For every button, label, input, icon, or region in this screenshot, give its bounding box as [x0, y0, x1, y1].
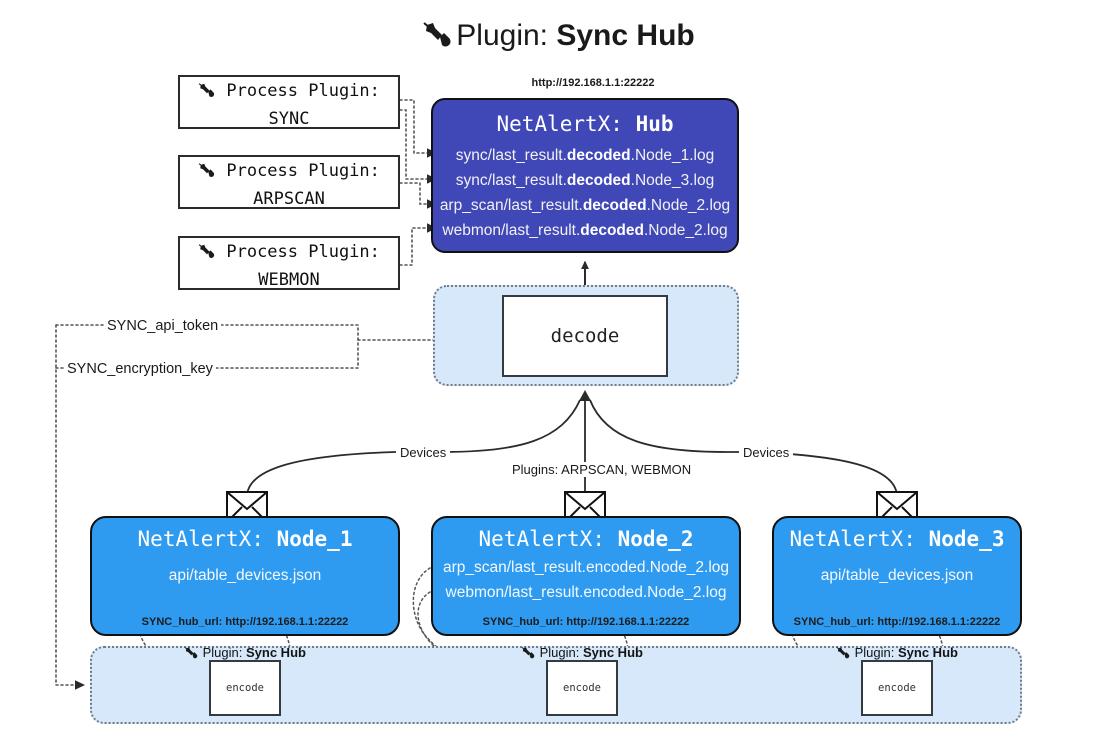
node-log-line: webmon/last_result.encoded.Node_2.log: [445, 584, 727, 601]
process-plugin-label: Process Plugin:: [226, 81, 380, 101]
node-title-prefix: NetAlertX:: [137, 527, 277, 551]
sync-encryption-key-label: SYNC_encryption_key: [64, 361, 216, 377]
plug-icon: [198, 163, 225, 184]
node-2[interactable]: NetAlertX: Node_2 arp_scan/last_result.e…: [431, 516, 741, 636]
encode-caption-prefix: Plugin:: [202, 645, 246, 660]
title-name: Sync Hub: [556, 19, 695, 52]
encode-box-3[interactable]: encode: [861, 660, 933, 716]
plug-icon: [422, 20, 452, 60]
node-hub-url-footer: SYNC_hub_url: http://192.168.1.1:22222: [793, 616, 1001, 628]
node-title: NetAlertX: Node_3: [774, 527, 1020, 551]
decode-box[interactable]: decode: [502, 295, 668, 377]
hub-url-label: http://192.168.1.1:22222: [531, 77, 655, 89]
page-title: Plugin: Sync Hub: [0, 16, 1117, 60]
edge-label-devices-left: Devices: [396, 445, 451, 460]
encode-caption-3: Plugin: Sync Hub: [836, 645, 958, 663]
encode-caption-name: Sync Hub: [898, 645, 958, 660]
encode-caption-2: Plugin: Sync Hub: [521, 645, 643, 663]
process-plugin-name: WEBMON: [258, 270, 320, 290]
hub-log-pre: sync/last_result.: [455, 172, 567, 189]
encode-caption-prefix: Plugin:: [854, 645, 898, 660]
hub-log-line: sync/last_result.decoded.Node_1.log: [433, 143, 737, 168]
node-title-name: Node_1: [276, 527, 353, 551]
hub-title-name: Hub: [635, 112, 674, 136]
sync-api-token-label: SYNC_api_token: [104, 318, 222, 334]
plug-icon: [836, 647, 854, 663]
node-hub-url-footer: SYNC_hub_url: http://192.168.1.1:22222: [482, 616, 690, 628]
node-log-list: api/table_devices.json: [774, 563, 1020, 588]
encode-box-1[interactable]: encode: [209, 660, 281, 716]
node-hub-url-footer: SYNC_hub_url: http://192.168.1.1:22222: [141, 616, 349, 628]
plug-icon: [521, 647, 539, 663]
node-title-name: Node_3: [928, 527, 1005, 551]
process-plugin-sync-box[interactable]: Process Plugin: SYNC: [178, 75, 400, 129]
process-plugin-name: SYNC: [268, 109, 310, 129]
process-plugin-label: Process Plugin:: [226, 161, 380, 181]
hub-log-line: webmon/last_result.decoded.Node_2.log: [433, 218, 737, 243]
encode-caption-prefix: Plugin:: [539, 645, 583, 660]
encode-caption-name: Sync Hub: [583, 645, 643, 660]
hub-log-post: .Node_3.log: [630, 172, 715, 189]
node-log-list: arp_scan/last_result.encoded.Node_2.log …: [433, 555, 739, 605]
node-title-prefix: NetAlertX:: [478, 527, 618, 551]
node-title-prefix: NetAlertX:: [789, 527, 929, 551]
hub-log-post: .Node_1.log: [630, 147, 715, 164]
node-log-list: api/table_devices.json: [92, 563, 398, 588]
process-plugin-name: ARPSCAN: [253, 189, 325, 209]
process-plugin-arpscan-box[interactable]: Process Plugin: ARPSCAN: [178, 155, 400, 209]
node-title: NetAlertX: Node_1: [92, 527, 398, 551]
encode-caption-name: Sync Hub: [246, 645, 306, 660]
arrowhead-into-decode: [579, 390, 591, 401]
hub-log-em: decoded: [566, 172, 631, 189]
process-plugin-webmon-box[interactable]: Process Plugin: WEBMON: [178, 236, 400, 290]
node-1[interactable]: NetAlertX: Node_1 api/table_devices.json…: [90, 516, 400, 636]
plug-icon: [198, 244, 225, 265]
hub-log-em: decoded: [582, 197, 647, 214]
hub-log-em: decoded: [566, 147, 631, 164]
hub-log-post: .Node_2.log: [643, 222, 728, 239]
hub-log-line: arp_scan/last_result.decoded.Node_2.log: [433, 193, 737, 218]
node-title: NetAlertX: Node_2: [433, 527, 739, 551]
hub-log-list: sync/last_result.decoded.Node_1.log sync…: [433, 143, 737, 243]
process-plugin-label: Process Plugin:: [226, 242, 380, 262]
hub-node[interactable]: NetAlertX: Hub sync/last_result.decoded.…: [431, 98, 739, 253]
edge-label-devices-right: Devices: [739, 445, 794, 460]
hub-title-prefix: NetAlertX:: [496, 112, 636, 136]
hub-log-line: sync/last_result.decoded.Node_3.log: [433, 168, 737, 193]
hub-log-post: .Node_2.log: [646, 197, 731, 214]
plug-icon: [198, 83, 225, 104]
hub-log-pre: sync/last_result.: [455, 147, 567, 164]
encode-caption-1: Plugin: Sync Hub: [184, 645, 306, 663]
hub-log-pre: webmon/last_result.: [442, 222, 581, 239]
node-log-line: api/table_devices.json: [820, 567, 974, 584]
title-prefix: Plugin:: [456, 19, 557, 52]
encode-box-2[interactable]: encode: [546, 660, 618, 716]
node-title-name: Node_2: [617, 527, 694, 551]
node-3[interactable]: NetAlertX: Node_3 api/table_devices.json…: [772, 516, 1022, 636]
node-log-line: arp_scan/last_result.encoded.Node_2.log: [442, 559, 730, 576]
hub-log-em: decoded: [580, 222, 644, 239]
hub-title: NetAlertX: Hub: [433, 112, 737, 136]
edge-token-rail-to-encode-band: [55, 324, 85, 690]
hub-log-pre: arp_scan/last_result.: [439, 197, 583, 214]
plug-icon: [184, 647, 202, 663]
edge-label-plugins: Plugins: ARPSCAN, WEBMON: [508, 462, 696, 477]
node-log-line: api/table_devices.json: [168, 567, 322, 584]
